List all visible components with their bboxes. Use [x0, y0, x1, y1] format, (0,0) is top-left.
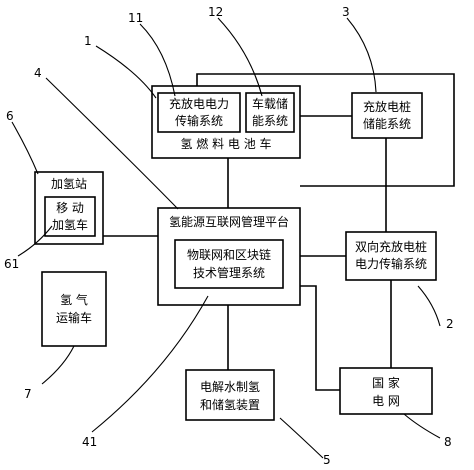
hydrogen-transport-line1: 氢 气 — [60, 292, 88, 307]
ref-41: 41 — [82, 435, 97, 449]
fuel-cell-vehicle-label: 氢 燃 料 电 池 车 — [180, 136, 271, 151]
management-platform-label: 氢能源互联网管理平台 — [169, 214, 289, 229]
hydrogen-station-label: 加氢站 — [51, 176, 87, 191]
state-grid-box — [339, 367, 433, 415]
leader-61 — [17, 225, 53, 257]
leader-5 — [279, 417, 324, 459]
electrolysis-line2: 和储氢装置 — [200, 397, 260, 412]
hydrogen-transport-line2: 运输车 — [56, 310, 92, 325]
ref-12: 12 — [208, 5, 223, 19]
mobile-refueler-line2: 加氢车 — [52, 217, 88, 232]
leader-6 — [11, 121, 39, 175]
ref-11: 11 — [128, 11, 143, 25]
bidirectional-charging-box — [345, 231, 437, 281]
hydrogen-transport: 氢 气 运输车 — [41, 271, 107, 347]
state-grid: 国 家 电 网 — [339, 367, 433, 415]
onboard-storage-line1: 车载储 — [252, 96, 288, 111]
reference-numerals: 1 2 3 4 5 6 7 8 11 12 41 61 — [4, 5, 454, 467]
electrolysis-line1: 电解水制氢 — [200, 379, 260, 394]
hydrogen-station: 加氢站 移 动 加氢车 — [34, 171, 104, 245]
ref-3: 3 — [342, 5, 350, 19]
bidirectional-charging-line1: 双向充放电桩 — [355, 239, 427, 254]
bidirectional-charging: 双向充放电桩 电力传输系统 — [345, 231, 437, 281]
pile-storage-line1: 充放电桩 — [363, 99, 411, 114]
pile-storage-line2: 储能系统 — [363, 116, 411, 131]
ref-5: 5 — [323, 453, 331, 467]
connection-lines — [103, 73, 455, 391]
onboard-storage-line2: 能系统 — [252, 114, 288, 128]
charge-transmission: 充放电电力 传输系统 — [157, 92, 241, 133]
bidirectional-charging-line2: 电力传输系统 — [355, 256, 427, 271]
iot-blockchain-line1: 物联网和区块链 — [187, 247, 271, 262]
iot-blockchain-line2: 技术管理系统 — [193, 265, 265, 280]
ref-1: 1 — [84, 34, 92, 48]
link-loop-top — [196, 73, 455, 187]
electrolysis: 电解水制氢 和储氢装置 — [185, 369, 275, 421]
leader-4 — [45, 77, 179, 210]
pile-storage-box — [351, 92, 423, 139]
electrolysis-box — [185, 369, 275, 421]
link-platform-grid — [300, 285, 340, 391]
leader-8 — [403, 413, 441, 439]
leader-1 — [95, 45, 157, 99]
charge-transmission-line2: 传输系统 — [175, 113, 223, 128]
ref-4: 4 — [34, 66, 42, 80]
mobile-refueler-box — [44, 196, 96, 237]
ref-6: 6 — [6, 109, 14, 123]
ref-61: 61 — [4, 257, 19, 271]
state-grid-line2: 电 网 — [372, 394, 400, 408]
leader-12 — [217, 17, 263, 97]
management-platform: 氢能源互联网管理平台 物联网和区块链 技术管理系统 — [157, 207, 301, 306]
leader-lines — [11, 17, 441, 459]
state-grid-line1: 国 家 — [372, 375, 400, 390]
leader-3 — [346, 17, 377, 93]
ref-2: 2 — [446, 317, 454, 331]
mobile-refueler-line1: 移 动 — [56, 201, 84, 215]
leader-2 — [417, 285, 441, 327]
leader-41 — [91, 295, 209, 433]
iot-blockchain-box — [174, 239, 284, 289]
onboard-storage: 车载储 能系统 — [245, 92, 295, 133]
ref-7: 7 — [24, 387, 32, 401]
charge-transmission-line1: 充放电电力 — [169, 96, 229, 111]
onboard-storage-box — [245, 92, 295, 133]
ref-8: 8 — [444, 435, 452, 449]
hydrogen-transport-box — [41, 271, 107, 347]
leader-7 — [41, 345, 75, 385]
leader-11 — [139, 23, 176, 97]
charge-transmission-box — [157, 92, 241, 133]
pile-storage: 充放电桩 储能系统 — [351, 92, 423, 139]
